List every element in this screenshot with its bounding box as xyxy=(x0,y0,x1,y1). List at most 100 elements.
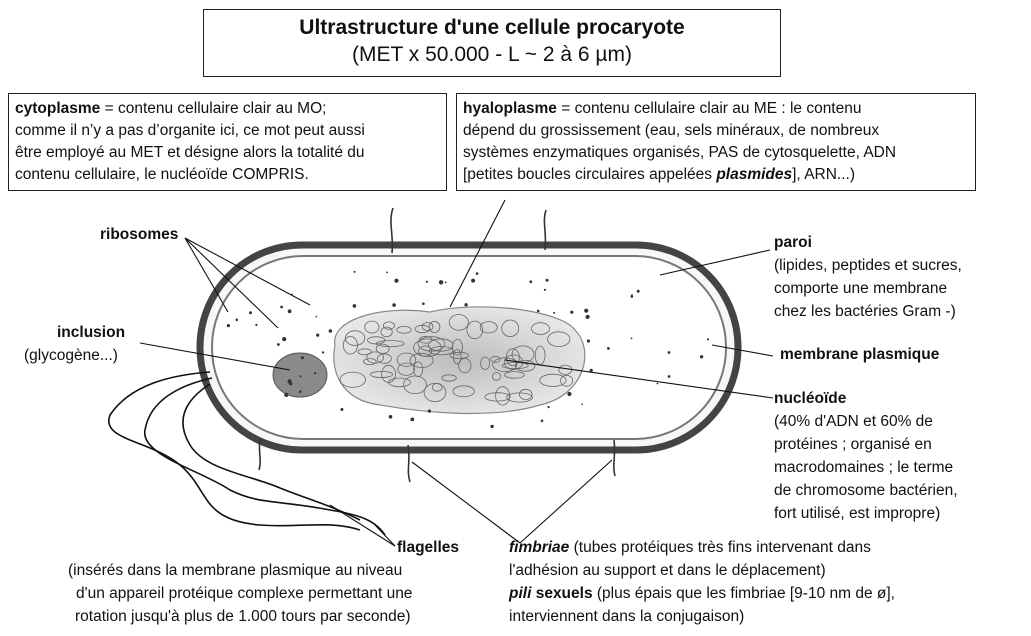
ribosome-dot xyxy=(236,319,239,322)
ribosome-dot xyxy=(445,282,447,284)
label-ribosomes: ribosomes xyxy=(100,224,178,246)
ribosome-dot xyxy=(316,334,319,337)
diagram-title: Ultrastructure d'une cellule procaryote xyxy=(204,16,780,40)
label-paroi-l3: chez les bactéries Gram -) xyxy=(774,301,956,323)
ribosome-dot xyxy=(314,372,316,374)
ribosome-dot xyxy=(422,302,425,305)
ribosome-dot xyxy=(354,271,356,273)
ribosome-dot xyxy=(637,290,640,293)
label-paroi-l2: comporte une membrane xyxy=(774,278,947,300)
label-inclusion-sub: (glycogène...) xyxy=(24,345,118,367)
hyaloplasme-def: = contenu cellulaire clair au ME : le co… xyxy=(557,100,862,117)
ribosome-dot xyxy=(394,279,398,283)
ribosome-dot xyxy=(410,418,414,422)
ribosome-dot xyxy=(546,279,549,282)
ribosome-dot xyxy=(439,280,443,284)
hyaloplasme-line4-pre: [petites boucles circulaires appelées xyxy=(463,166,716,183)
ribosome-dot xyxy=(392,303,396,307)
ribosome-dot xyxy=(426,281,428,283)
diagram-subtitle: (MET x 50.000 - L ~ 2 à 6 µm) xyxy=(204,43,780,67)
ribosome-dot xyxy=(464,303,467,306)
ribosome-dot xyxy=(476,272,479,275)
cytoplasme-term: cytoplasme xyxy=(15,100,100,117)
ribosome-dot xyxy=(567,392,571,396)
hyaloplasme-line4-post: ], ARN...) xyxy=(792,166,855,183)
label-nucleoide-l5: fort utilisé, est impropre) xyxy=(774,503,940,525)
ribosome-dot xyxy=(249,311,252,314)
label-nucleoide-l2: protéines ; organisé en xyxy=(774,434,932,456)
nucleoid xyxy=(334,307,585,414)
label-pili-def: (plus épais que les fimbriae [9-10 nm de… xyxy=(593,585,895,602)
ribosome-dot xyxy=(471,279,475,283)
label-nucleoide-l1: (40% d'ADN et 60% de xyxy=(774,411,933,433)
ribosome-dot xyxy=(299,390,302,393)
ribosome-dot xyxy=(657,383,659,385)
ribosome-dot xyxy=(255,324,257,326)
ribosome-dot xyxy=(668,351,671,354)
label-flagelles-l2: d'un appareil protéique complexe permett… xyxy=(76,583,412,605)
ribosome-dot xyxy=(541,420,544,423)
label-flagelles-l1: (insérés dans la membrane plasmique au n… xyxy=(68,560,402,582)
inclusion-granule xyxy=(273,353,327,397)
ribosome-dot xyxy=(300,375,302,377)
hyaloplasme-term: hyaloplasme xyxy=(463,100,557,117)
label-nucleoide: nucléoïde xyxy=(774,388,846,410)
label-membrane-plasmique: membrane plasmique xyxy=(780,344,939,366)
plasmides-term: plasmides xyxy=(716,166,792,183)
ribosome-dot xyxy=(329,329,333,333)
ribosome-dot xyxy=(553,312,555,314)
ribosome-dot xyxy=(389,415,393,419)
ribosome-dot xyxy=(428,410,431,413)
ribosome-dot xyxy=(322,351,324,353)
cytoplasme-line2: comme il n’y a pas d’organite ici, ce mo… xyxy=(15,120,440,142)
ribosome-dot xyxy=(282,337,286,341)
label-fimbriae: fimbriae xyxy=(509,539,569,556)
label-nucleoide-l4: de chromosome bactérien, xyxy=(774,480,958,502)
ribosome-dot xyxy=(386,272,388,274)
ribosome-dot xyxy=(537,310,540,313)
ribosome-dot xyxy=(631,338,633,340)
ribosome-dot xyxy=(607,347,610,350)
ribosome-dot xyxy=(586,315,590,319)
cytoplasme-line4: contenu cellulaire, le nucléoïde COMPRIS… xyxy=(15,164,440,186)
ribosome-dot xyxy=(587,339,590,342)
ribosome-dot xyxy=(301,356,304,359)
cytoplasme-line3: être employé au MET et désigne alors la … xyxy=(15,142,440,164)
hyaloplasme-line3: systèmes enzymatiques organisés, PAS de … xyxy=(463,142,969,164)
ribosome-dot xyxy=(490,425,493,428)
ribosome-dot xyxy=(631,295,634,298)
ribosome-dot xyxy=(353,304,357,308)
label-pili-l2: interviennent dans la conjugaison) xyxy=(509,606,744,628)
label-pili-sexuels: sexuels xyxy=(531,585,592,602)
ribosome-dot xyxy=(277,343,280,346)
ribosome-dot xyxy=(570,311,573,314)
label-flagelles-l3: rotation jusqu'à plus de 1.000 tours par… xyxy=(75,606,411,628)
label-inclusion: inclusion xyxy=(57,322,125,344)
cytoplasme-def: = contenu cellulaire clair au MO; xyxy=(100,100,326,117)
ribosome-dot xyxy=(284,393,288,397)
ribosome-dot xyxy=(581,403,583,405)
ribosome-dot xyxy=(316,316,318,318)
ribosome-dot xyxy=(280,306,283,309)
ribosome-dot xyxy=(340,408,343,411)
ribosome-dot xyxy=(544,289,546,291)
ribosome-dot xyxy=(707,338,709,340)
label-nucleoide-l3: macrodomaines ; le terme xyxy=(774,457,953,479)
ribosome-dot xyxy=(668,375,671,378)
label-fimbriae-def: (tubes protéiques très fins intervenant … xyxy=(569,539,871,556)
hyaloplasme-line2: dépend du grossissement (eau, sels minér… xyxy=(463,120,969,142)
cytoplasme-box: cytoplasme = contenu cellulaire clair au… xyxy=(8,93,447,191)
ribosome-dot xyxy=(700,355,703,358)
ribosome-dot xyxy=(548,406,550,408)
ribosome-dot xyxy=(227,324,230,327)
ribosome-dot xyxy=(529,280,532,283)
label-fimbriae-l2: l'adhésion au support et dans le déplace… xyxy=(509,560,826,582)
label-flagelles: flagelles xyxy=(397,537,459,559)
ribosome-dot xyxy=(288,309,292,313)
ribosome-dot xyxy=(584,309,588,313)
hyaloplasme-box: hyaloplasme = contenu cellulaire clair a… xyxy=(456,93,976,191)
label-pili: pili xyxy=(509,585,531,602)
label-paroi: paroi xyxy=(774,232,812,254)
title-box: Ultrastructure d'une cellule procaryote … xyxy=(203,9,781,77)
ribosome-dot xyxy=(288,379,292,383)
